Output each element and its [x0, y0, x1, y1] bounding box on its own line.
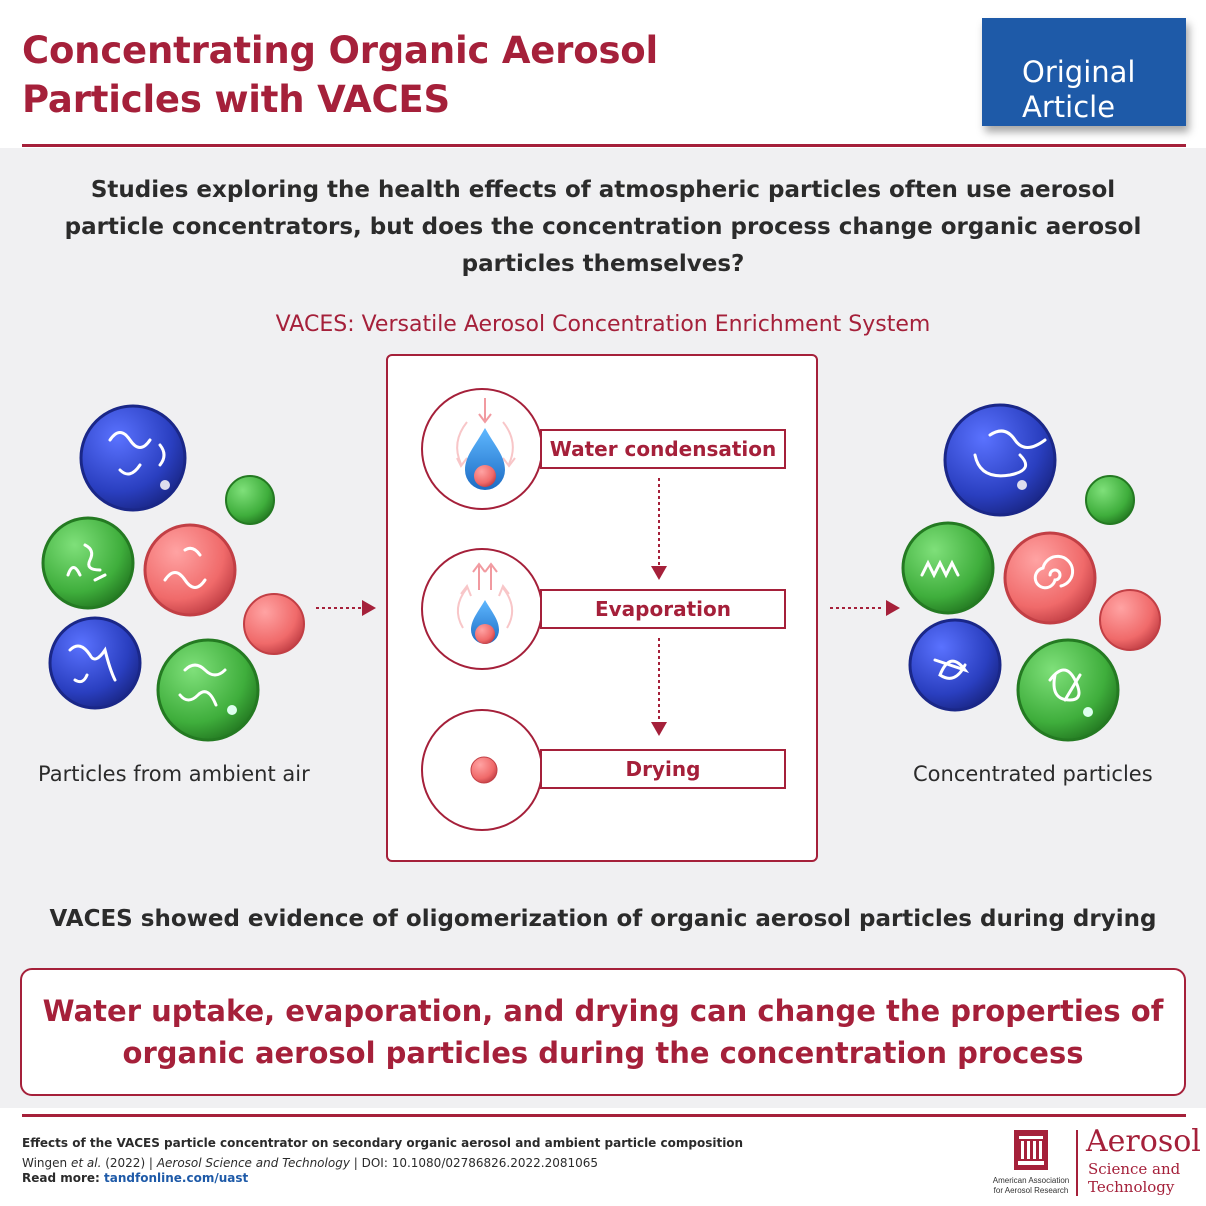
- citation-authors: Wingen: [22, 1156, 68, 1170]
- dry-particle-icon: [470, 756, 498, 784]
- condensation-circle: [421, 388, 543, 510]
- ambient-particles: [41, 404, 305, 742]
- ambient-caption: Particles from ambient air: [38, 762, 310, 786]
- step-arrows: [651, 478, 667, 736]
- read-more-link[interactable]: tandfonline.com/uast: [104, 1171, 249, 1185]
- title-line-1: Concentrating Organic Aerosol: [22, 29, 658, 72]
- evaporation-icon: [456, 562, 514, 644]
- original-article-badge: Original Article: [982, 18, 1186, 126]
- citation-journal: Aerosol Science and Technology: [156, 1156, 350, 1170]
- step-evaporation: Evaporation: [540, 589, 786, 629]
- journal-logo-aerosol: Aerosol: [1086, 1124, 1201, 1159]
- step-water-condensation: Water condensation: [540, 429, 786, 469]
- journal-logo-science: Science and: [1088, 1160, 1181, 1178]
- aaar-name-line2: for Aerosol Research: [993, 1186, 1069, 1195]
- paper-title: Effects of the VACES particle concentrat…: [22, 1136, 744, 1150]
- concentrated-caption: Concentrated particles: [913, 762, 1153, 786]
- footer-divider: [22, 1114, 1186, 1117]
- citation: Wingen et al. (2022) | Aerosol Science a…: [22, 1156, 598, 1170]
- conclusion-box: [20, 968, 1186, 1096]
- concentrated-particles: [901, 403, 1161, 742]
- key-finding: VACES showed evidence of oligomerization…: [49, 906, 1157, 932]
- read-more: Read more: tandfonline.com/uast: [22, 1171, 248, 1185]
- citation-doi: | DOI: 10.1080/02786826.2022.2081065: [353, 1156, 599, 1170]
- title-line-2: Particles with VACES: [22, 78, 450, 121]
- citation-year: (2022) |: [105, 1156, 153, 1170]
- journal-logo-technology: Technology: [1088, 1178, 1175, 1196]
- logo-divider: [1076, 1130, 1078, 1196]
- step-drying: Drying: [540, 749, 786, 789]
- badge-line-1: Original: [1022, 55, 1136, 89]
- water-condensation-icon: [456, 398, 516, 490]
- evaporation-circle: [421, 548, 543, 670]
- citation-et-al: et al.: [70, 1156, 102, 1170]
- diagram-title: VACES: Versatile Aerosol Concentration E…: [275, 312, 931, 337]
- read-more-label: Read more:: [22, 1171, 100, 1185]
- page-title: Concentrating Organic Aerosol Particles …: [22, 26, 922, 124]
- badge-line-2: Article: [1022, 90, 1116, 124]
- aaar-logo-icon: [1014, 1130, 1048, 1170]
- header-divider: [22, 144, 1186, 147]
- drying-circle: [421, 709, 543, 831]
- aaar-name-line1: American Association: [992, 1176, 1070, 1185]
- conclusion-text: Water uptake, evaporation, and drying ca…: [42, 994, 1164, 1070]
- research-question: Studies exploring the health effects of …: [64, 177, 1142, 277]
